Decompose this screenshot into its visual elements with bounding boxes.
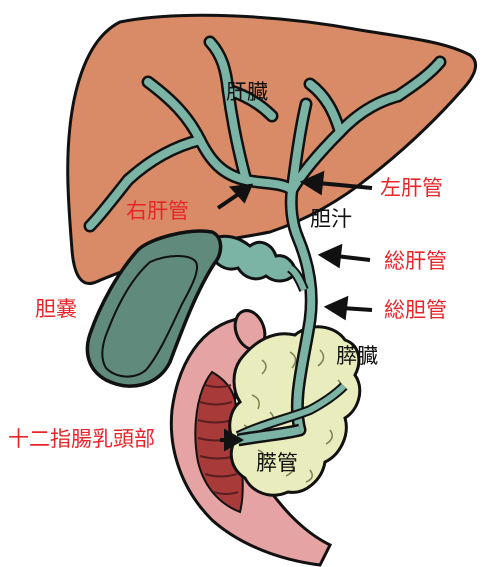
- arrow-right-hepatic: [216, 191, 242, 210]
- label-liver: 肝臓: [226, 80, 268, 104]
- arrow-common-hepatic: [335, 254, 371, 262]
- label-gallbladder: 胆嚢: [35, 297, 77, 321]
- cystic-duct: [208, 234, 298, 283]
- arrow-left-hepatic: [317, 181, 373, 190]
- biliary-tree: [83, 35, 447, 437]
- pointer-arrows: [216, 170, 373, 452]
- label-right-hepatic-duct: 右肝管: [126, 199, 189, 223]
- label-common-hepatic-duct: 総肝管: [384, 249, 447, 273]
- label-pancreas: 膵臓: [336, 344, 378, 368]
- liver: [66, 13, 478, 285]
- duodenum-lumen: [194, 370, 244, 514]
- gallbladder-inner: [101, 255, 198, 378]
- label-bile: 胆汁: [310, 207, 352, 231]
- label-left-hepatic-duct: 左肝管: [380, 176, 443, 200]
- arrow-common-bile: [341, 306, 373, 312]
- label-duodenal-papilla: 十二指腸乳頭部: [8, 427, 155, 451]
- label-pancreatic-duct: 膵管: [256, 451, 298, 475]
- label-common-bile-duct: 総胆管: [384, 298, 447, 322]
